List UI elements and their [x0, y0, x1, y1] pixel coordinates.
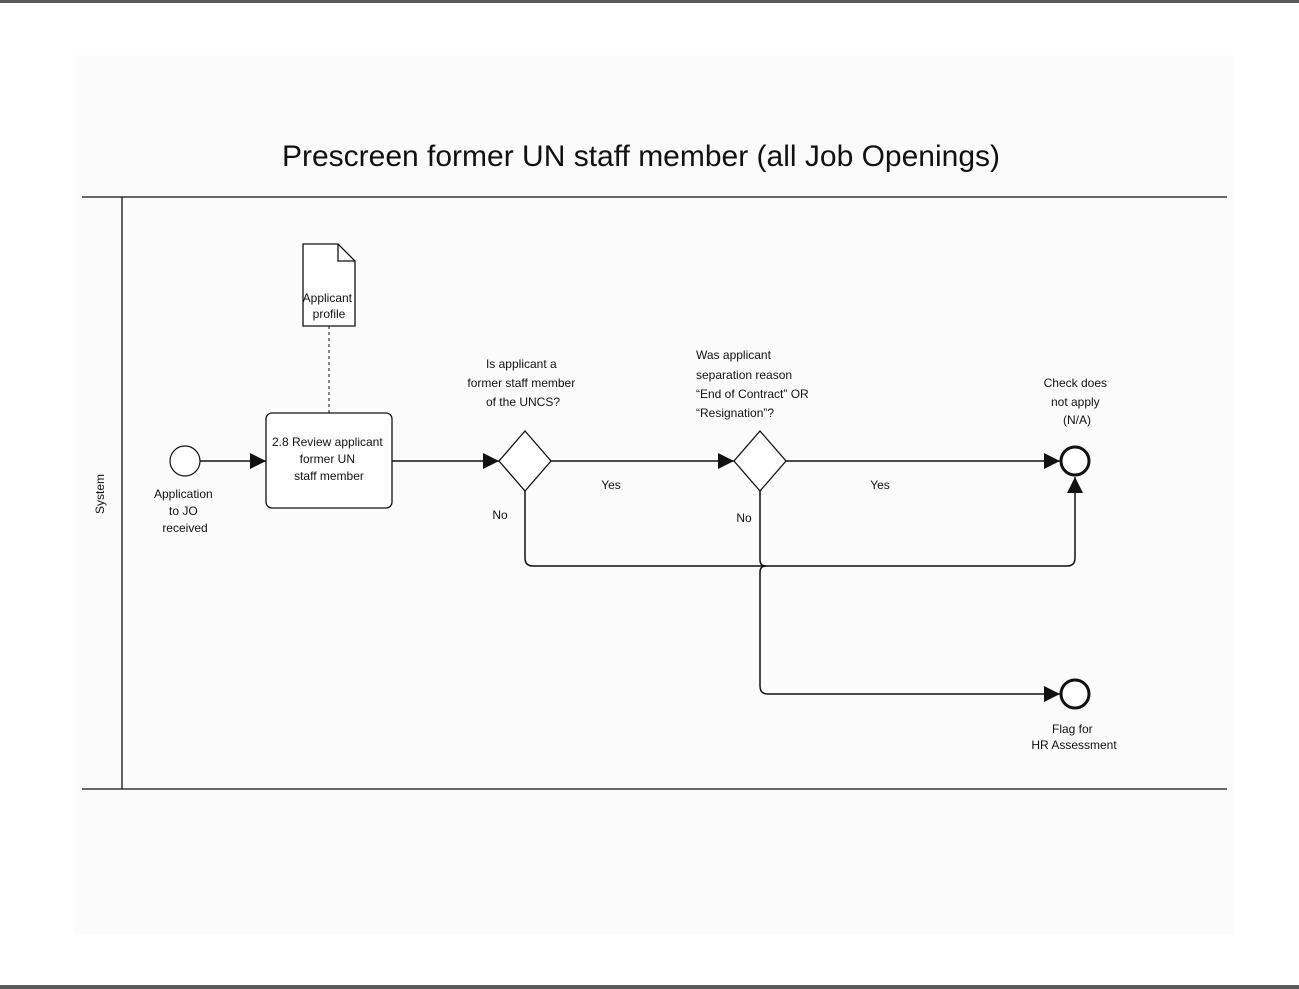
start-event-label: Application to JO received: [154, 487, 216, 535]
data-object-label: Applicant profile: [303, 291, 356, 321]
start-event: [169, 445, 201, 477]
end-event-not-applicable: [1059, 445, 1091, 477]
top-rule: [0, 0, 1299, 3]
data-object-applicant-profile: [302, 243, 356, 327]
gateway1-yes-label: Yes: [601, 478, 621, 492]
gateway2-question: Was applicant separation reason “End of …: [696, 348, 812, 420]
task-label: 2.8 Review applicant former UN staff mem…: [272, 435, 386, 483]
gateway2-yes-label: Yes: [870, 478, 890, 492]
gateway1-question: Is applicant a former staff member of th…: [467, 357, 578, 409]
gateway2-no-label: No: [736, 511, 752, 525]
data-object-fold: [337, 244, 355, 262]
end-event-flag-hr: [1059, 678, 1091, 710]
end-flag-label: Flag for HR Assessment: [1031, 722, 1117, 752]
diagram-title: Prescreen former UN staff member (all Jo…: [282, 140, 1000, 173]
gateway-former-staff: [498, 430, 552, 492]
end-na-label: Check does not apply (N/A): [1044, 376, 1111, 427]
gateway-separation-reason: [733, 430, 787, 492]
flow-gateway2-no: [759, 491, 1060, 702]
flow-gateway1-no: [524, 477, 1083, 567]
lane-label: System: [93, 474, 107, 514]
bottom-rule: [0, 985, 1299, 989]
gateway1-no-label: No: [492, 508, 508, 522]
